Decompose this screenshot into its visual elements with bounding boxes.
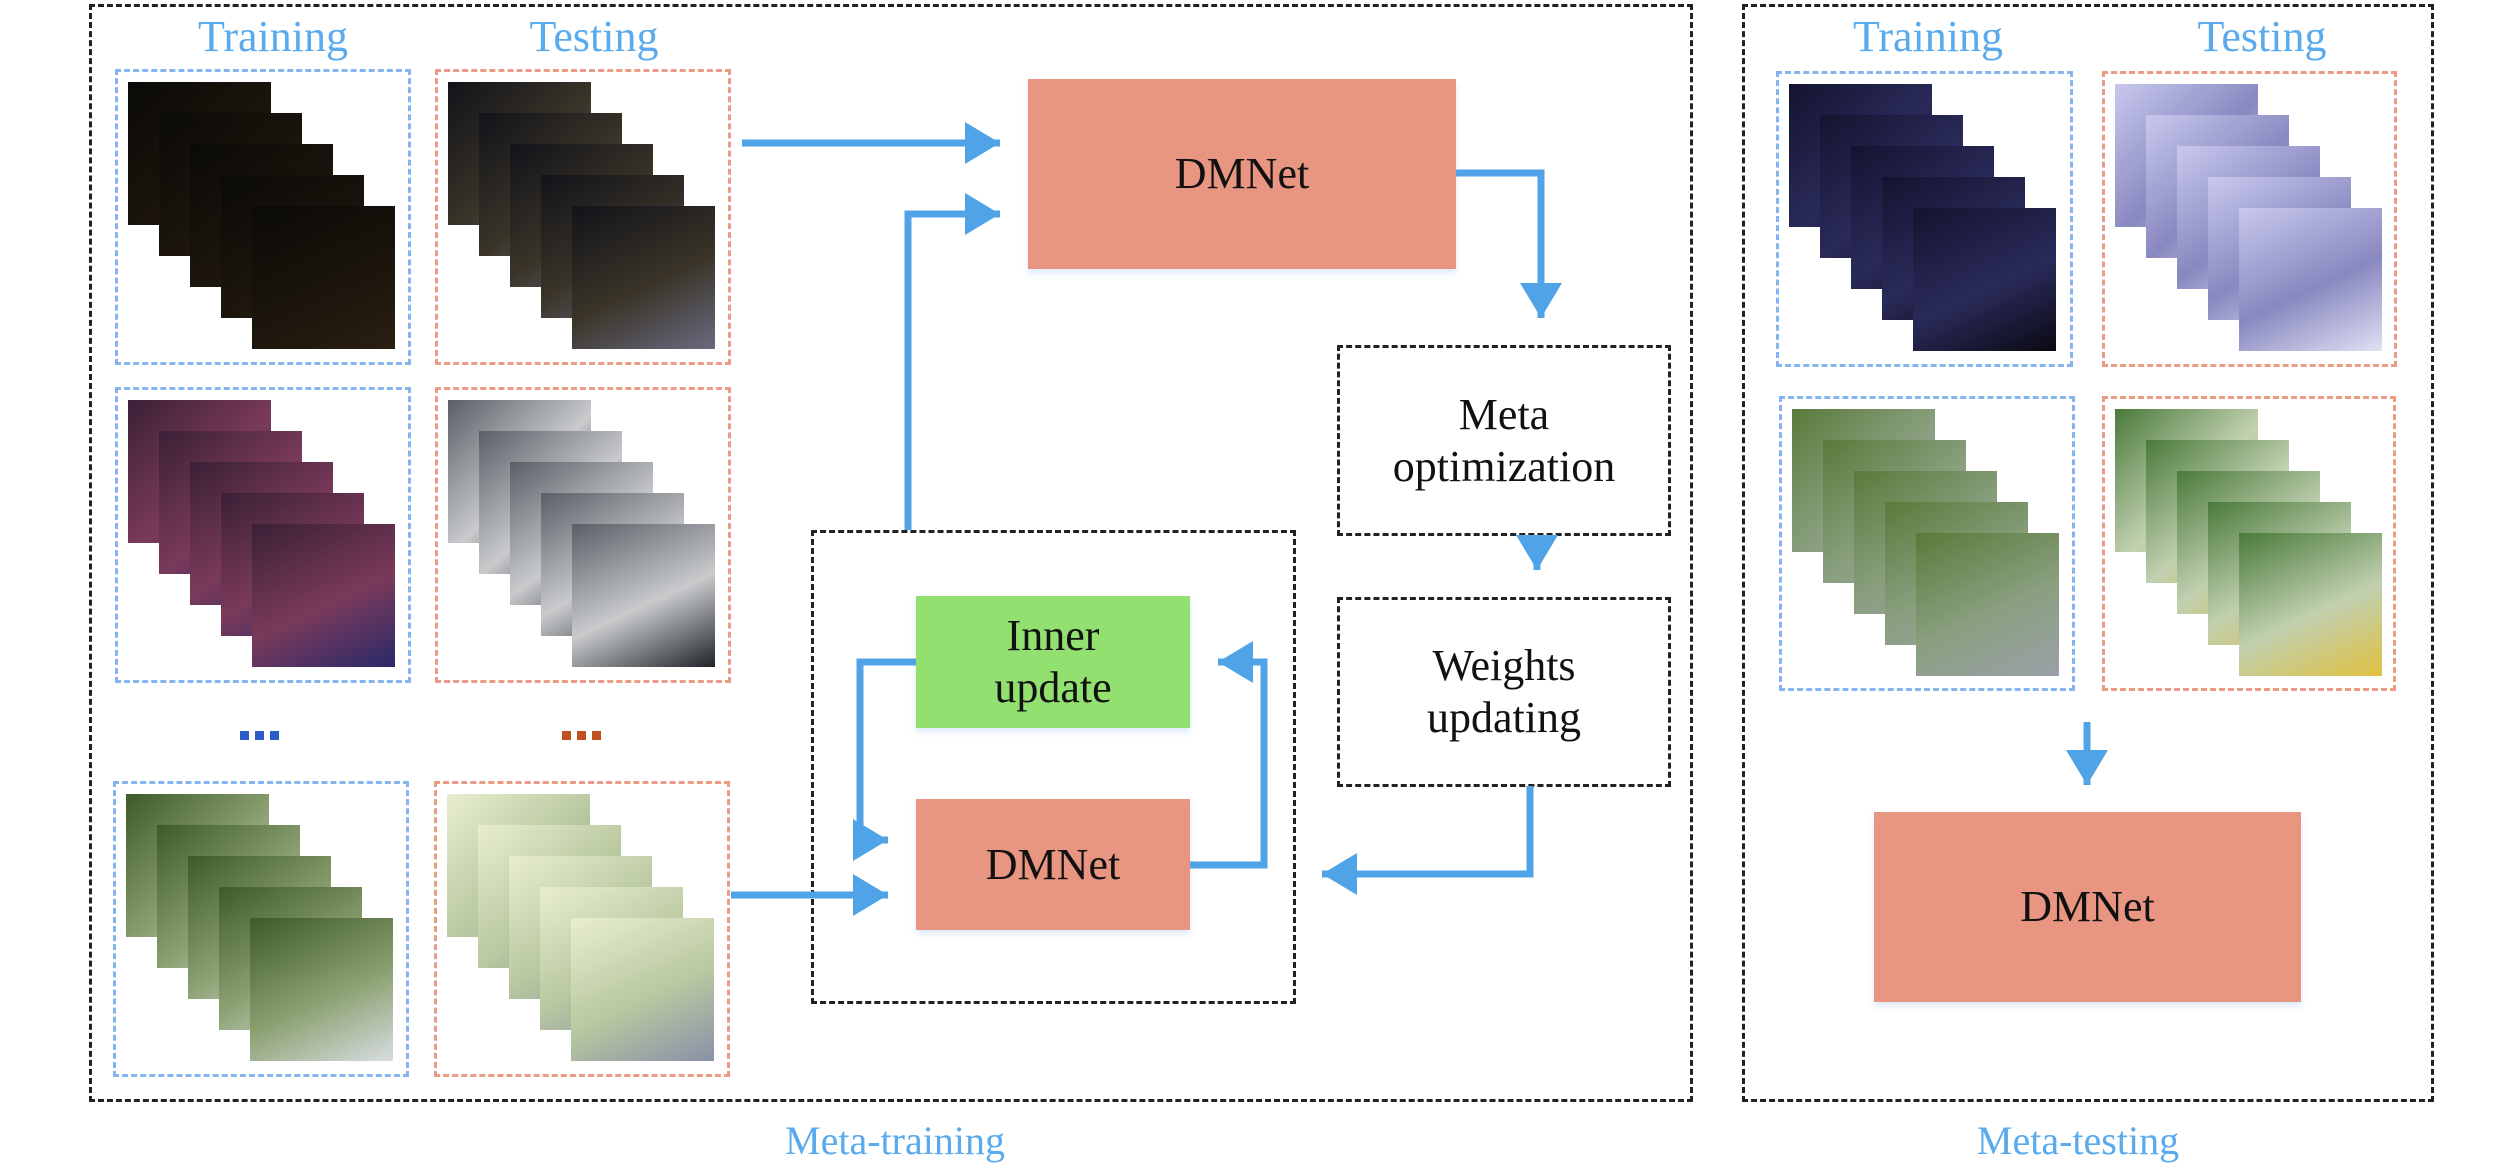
video-frame: [571, 918, 714, 1061]
mtest-task2-training-set: [1779, 396, 2075, 691]
meta-training-training-header: Training: [198, 12, 348, 61]
video-frame: [250, 918, 393, 1061]
meta-testing-label: Meta-testing: [1976, 1118, 2180, 1163]
inner-update-line2: update: [994, 663, 1112, 712]
mt-task2-training-set: [115, 387, 411, 683]
meta-training-section: [89, 4, 1693, 1102]
meta-training-testing-header: Testing: [529, 12, 659, 61]
video-frame: [572, 206, 715, 349]
mt-task1-training-set: [115, 69, 411, 365]
video-frame: [252, 206, 395, 349]
meta-optimization-node: Meta optimization: [1337, 345, 1671, 536]
meta-optimization-line2: optimization: [1392, 441, 1616, 491]
video-frame: [2239, 208, 2382, 351]
dmnet-test-label: DMNet: [2020, 882, 2155, 931]
dmnet-inner-node: DMNet: [916, 799, 1190, 930]
weights-updating-node: Weights updating: [1337, 597, 1671, 787]
mt-task1-testing-set: [435, 69, 731, 365]
inner-update-line1: Inner: [1006, 611, 1100, 660]
dmnet-main-label: DMNet: [1174, 149, 1310, 198]
dmnet-main-node: DMNet: [1028, 79, 1456, 269]
meta-testing-training-header: Training: [1853, 12, 2003, 61]
video-frame: [252, 524, 395, 667]
video-frame: [2239, 533, 2382, 676]
mt-task2-testing-set: [435, 387, 731, 683]
mtest-task1-training-set: [1776, 71, 2073, 367]
training-ellipsis: [240, 727, 290, 741]
mt-task3-testing-set: [434, 781, 730, 1077]
weights-updating-line1: Weights: [1432, 641, 1576, 690]
dmnet-test-node: DMNet: [1874, 812, 2301, 1002]
testing-ellipsis: [562, 727, 612, 741]
meta-optimization-line1: Meta: [1458, 389, 1550, 439]
mt-task3-training-set: [113, 781, 409, 1077]
video-frame: [1913, 208, 2056, 351]
video-frame: [572, 524, 715, 667]
dmnet-inner-label: DMNet: [985, 839, 1121, 889]
meta-testing-testing-header: Testing: [2197, 12, 2327, 61]
video-frame: [1916, 533, 2059, 676]
inner-loop-container: [811, 530, 1296, 1004]
mtest-task2-testing-set: [2102, 396, 2396, 691]
mtest-task1-testing-set: [2102, 71, 2397, 367]
meta-training-label: Meta-training: [785, 1118, 1005, 1163]
inner-update-node: Inner update: [916, 596, 1190, 728]
weights-updating-line2: updating: [1427, 693, 1581, 742]
meta-testing-section: [1742, 4, 2434, 1102]
